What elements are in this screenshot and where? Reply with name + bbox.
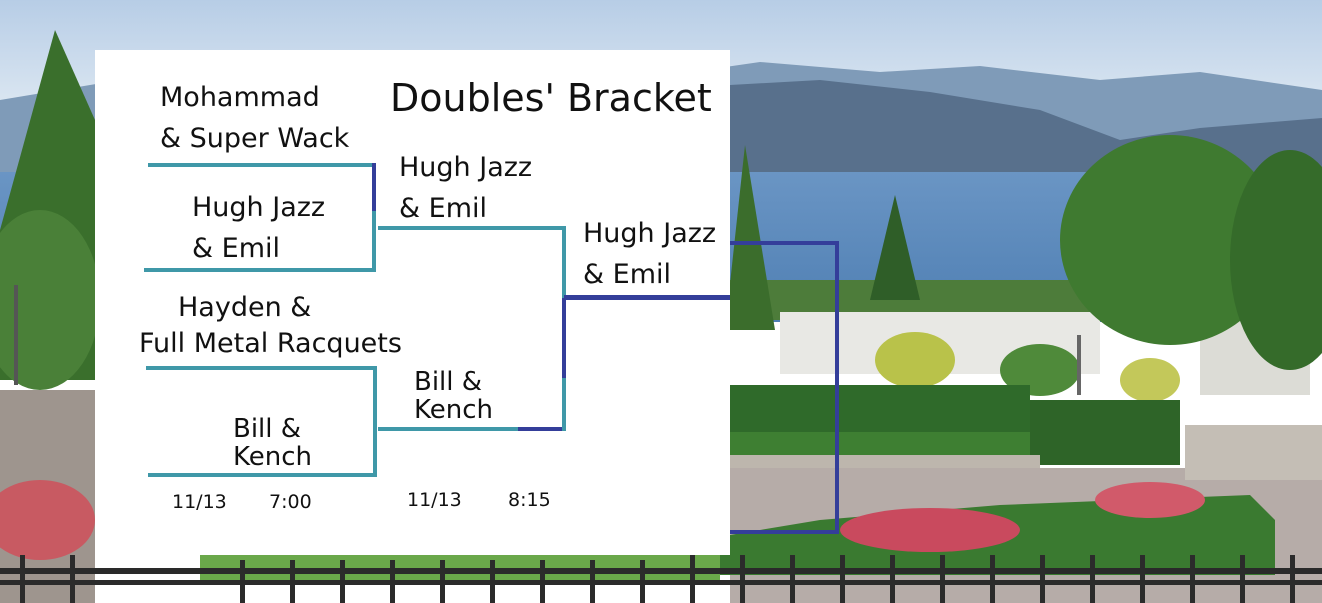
r2-team-b-line2: Kench [414, 395, 494, 425]
r2-time: 8:15 [508, 489, 551, 511]
conifer-tree-2 [725, 145, 775, 330]
shrub-mid [1000, 344, 1080, 396]
r1-m2-team-a-line [146, 366, 376, 370]
rose-bed-2 [1095, 482, 1205, 518]
r2-team-a-line2: & Emil [399, 193, 488, 224]
tree-cluster-right-2 [1230, 150, 1322, 370]
r2-connector-top [562, 226, 566, 298]
hedge-row-2 [1030, 400, 1180, 465]
r2-team-b-line [378, 427, 518, 431]
final-connector-vertical [835, 241, 839, 534]
shrub-yellow [875, 332, 955, 388]
conifer-tree [870, 195, 920, 300]
r2-team-b-line1: Bill & [414, 367, 483, 397]
r2-team-a-line [378, 226, 564, 230]
r1-m1-team-b-line2: & Emil [192, 233, 281, 264]
r1-m2-team-b-line2: Kench [233, 442, 313, 472]
shrub-yellow-2 [1120, 358, 1180, 402]
tree-left-low [0, 210, 100, 390]
r1-m2-team-a-line1: Hayden & [178, 292, 312, 323]
r1-m1-team-a-line [148, 163, 374, 167]
iron-fence [0, 555, 1322, 603]
fence-rail [0, 568, 1322, 574]
wall-right [1185, 425, 1322, 480]
rose-bed [840, 508, 1020, 552]
r1-m1-connector-top [372, 163, 376, 211]
r1-m1-team-b-line1: Hugh Jazz [192, 192, 326, 223]
bracket-panel [95, 50, 730, 555]
final-team-line2: & Emil [583, 259, 672, 290]
r1-m2-team-b-line1: Bill & [233, 414, 302, 444]
r1-m1-team-b-line [144, 268, 374, 272]
r1-m2-connector [373, 366, 377, 477]
lamp-post [14, 285, 18, 385]
rose-bed-left [0, 480, 95, 560]
r1-date: 11/13 [172, 491, 227, 513]
final-connector-top [700, 241, 839, 245]
r1-m2-team-b-line [148, 473, 376, 477]
r2-team-a-line1: Hugh Jazz [399, 152, 533, 183]
lamp-post-2 [1077, 335, 1081, 395]
r1-m1-team-a-line1: Mohammad [160, 82, 320, 113]
r1-m2-team-a-line2: Full Metal Racquets [139, 328, 402, 359]
r2-connector-bottom [562, 378, 566, 431]
final-team-line1: Hugh Jazz [583, 218, 717, 249]
r1-m1-team-a-line2: & Super Wack [160, 123, 350, 154]
final-team-line [564, 295, 730, 300]
stone-ledge [730, 455, 1040, 469]
tree-cluster-right [1060, 135, 1280, 345]
r2-connector-mid [562, 298, 566, 378]
r2-date: 11/13 [407, 489, 462, 511]
bracket-title: Doubles' Bracket [390, 76, 712, 120]
r1-m1-connector-bottom [372, 211, 376, 272]
low-hedge [730, 432, 1030, 456]
final-connector-bottom [700, 530, 839, 534]
r1-time: 7:00 [269, 491, 312, 513]
r2-team-b-line-end [518, 427, 566, 431]
hedge-row [730, 385, 1030, 435]
